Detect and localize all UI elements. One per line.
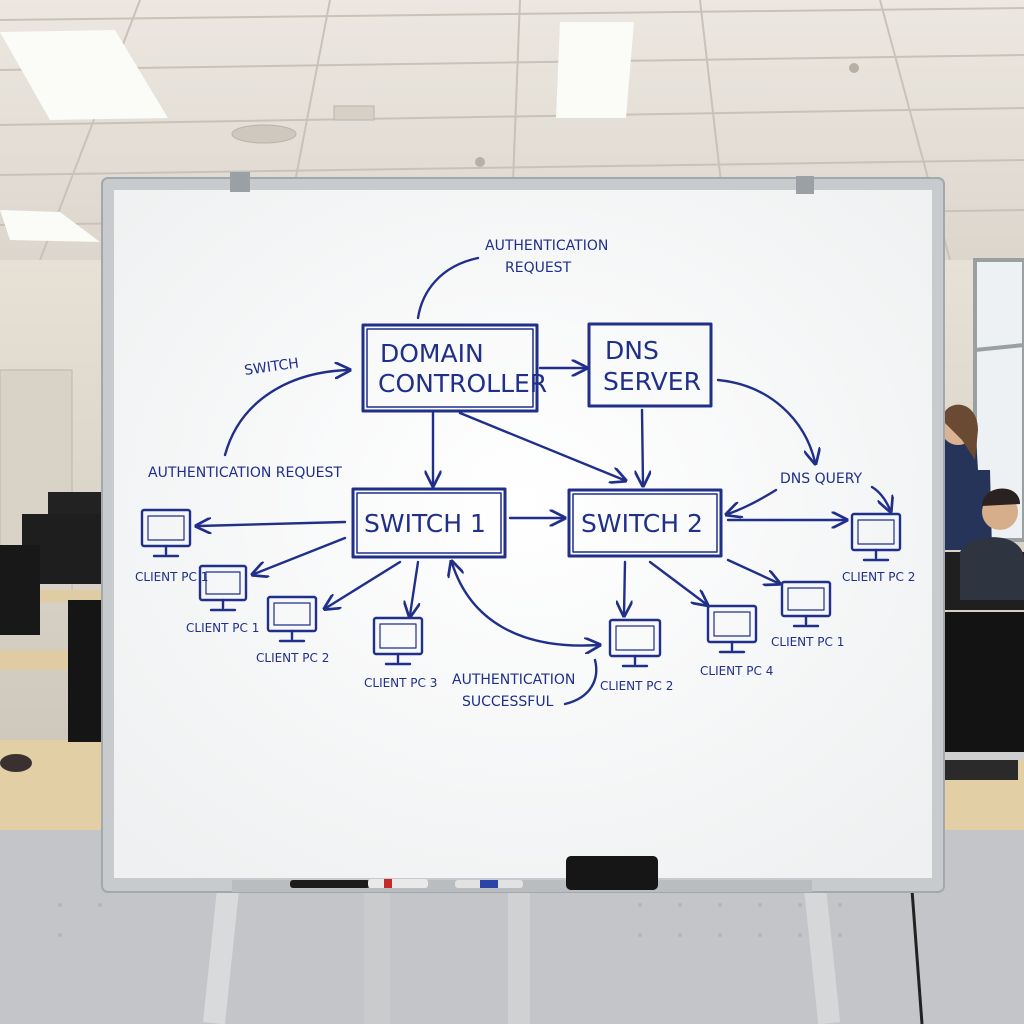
marker-black	[290, 880, 370, 888]
domain-controller-box	[361, 323, 539, 413]
auth-request-left-label: AUTHENTICATION REQUEST	[148, 465, 342, 481]
whiteboard-surface	[114, 190, 932, 878]
domain-controller-label-line2: CONTROLLER	[378, 369, 547, 398]
keyboard	[940, 760, 1018, 780]
switch1-box	[351, 487, 507, 559]
arrow-switch2-to-client-pc4	[648, 560, 706, 604]
client-pc-label: CLIENT PC 4	[700, 664, 773, 678]
easel-stand	[203, 878, 924, 1024]
whiteboard-clip	[230, 172, 250, 192]
auth-success-label: SUCCESSFUL	[462, 694, 554, 710]
arrow-dc-to-switch2	[458, 411, 624, 480]
client-pc-icon	[850, 512, 902, 562]
ceiling-light-lower	[0, 210, 100, 242]
whiteboard	[101, 172, 945, 893]
arrow-switch-to-dc	[223, 370, 348, 457]
arrow-auth-request-curve	[416, 256, 480, 320]
auth-request-top-label: AUTHENTICATION	[485, 238, 608, 254]
sprinkler	[849, 63, 859, 73]
ceiling-sensor	[333, 105, 375, 121]
arrow-query-to-client	[870, 485, 890, 510]
arrow-switch1-to-client-left-top	[198, 522, 347, 526]
ceiling-light-center	[556, 22, 634, 118]
sprinkler	[475, 157, 485, 167]
client-pc-label: CLIENT PC 2	[600, 679, 673, 693]
marker-red	[368, 879, 428, 888]
client-pc-label: CLIENT PC 3	[364, 676, 437, 690]
arrow-auth-success-hook	[563, 658, 598, 706]
auth-success-label: AUTHENTICATION	[452, 672, 575, 688]
ceiling-light-left	[0, 30, 168, 120]
arrow-auth-success-curve	[452, 563, 598, 646]
switch-side-label: SWITCH	[243, 355, 300, 378]
diagram: DOMAIN CONTROLLER DNS SERVER SWITCH 1 SW…	[135, 238, 915, 710]
eraser	[566, 856, 658, 890]
ceiling-speaker	[231, 124, 297, 144]
students	[941, 404, 1024, 600]
arrow-switch2-to-client-pc2	[624, 560, 625, 614]
client-pc-label: CLIENT PC 1	[186, 621, 259, 635]
whiteboard-clip	[796, 176, 814, 194]
arrow-query-to-switch2	[728, 488, 778, 514]
dns-server-label-line1: DNS	[605, 336, 659, 365]
dns-server-box	[587, 322, 713, 408]
client-pc-icon	[608, 618, 662, 668]
mouse	[0, 754, 32, 772]
arrow-dns-query	[716, 378, 815, 462]
client-pc-label: CLIENT PC 1	[135, 570, 208, 584]
monitor-left-back	[48, 492, 106, 514]
monitor-left-front	[0, 545, 40, 635]
client-pc-label: CLIENT PC 2	[842, 570, 915, 584]
arrow-switch2-to-client-pc1-right	[726, 558, 778, 583]
domain-controller-label-line1: DOMAIN	[380, 339, 484, 368]
arrow-switch1-to-client-left-mid	[254, 536, 347, 574]
client-pc-icon	[780, 580, 832, 628]
client-pc-icon	[266, 595, 318, 643]
client-pc-label: CLIENT PC 2	[256, 651, 329, 665]
arrow-switch1-to-client-pc3	[410, 560, 418, 615]
monitor-right-front	[940, 612, 1024, 752]
arrow-switch1-to-client-pc2	[326, 560, 402, 608]
dns-query-label: DNS QUERY	[780, 471, 863, 487]
monitors	[0, 492, 1024, 780]
client-pc-icon	[140, 508, 192, 558]
client-pc-icon	[706, 604, 758, 654]
client-pc-label: CLIENT PC 1	[771, 635, 844, 649]
client-pc-icon	[198, 564, 248, 612]
dns-server-label-line2: SERVER	[603, 367, 701, 396]
switch2-box	[567, 488, 723, 558]
switch2-label: SWITCH 2	[581, 509, 703, 538]
arrow-dns-to-switch2	[642, 408, 643, 484]
switch1-label: SWITCH 1	[364, 509, 486, 538]
client-pc-icon	[372, 616, 424, 666]
auth-request-top-label: REQUEST	[505, 260, 572, 276]
